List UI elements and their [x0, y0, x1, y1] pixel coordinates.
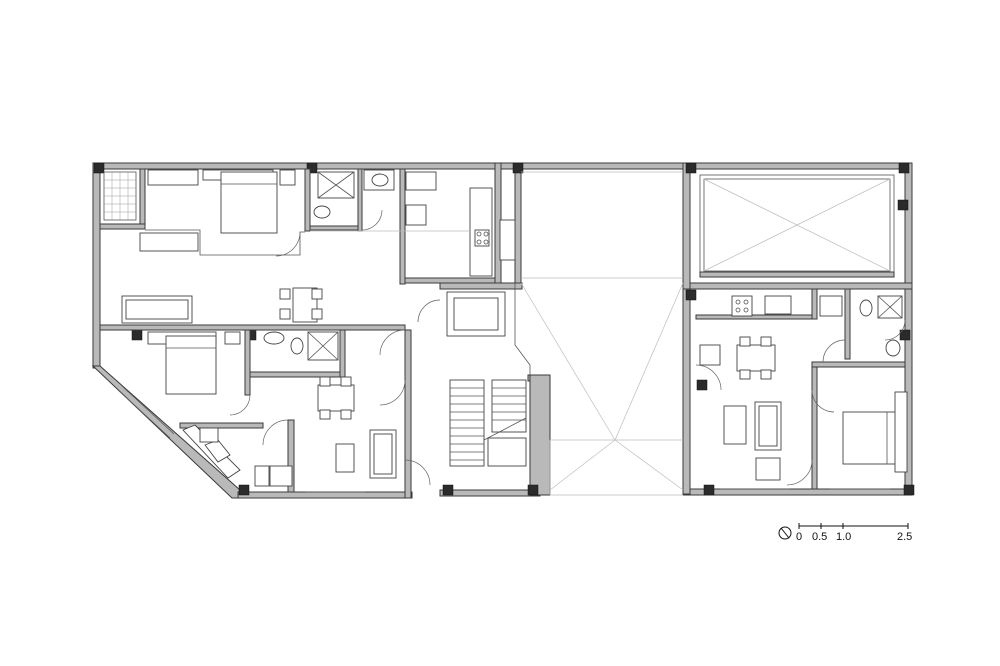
dining-table-lower	[317, 376, 355, 420]
terrace	[699, 174, 895, 278]
bed-master	[147, 169, 296, 234]
scale-bar: 0 0.5 1.0 2.5	[796, 523, 912, 543]
dining-table-upper	[279, 287, 323, 323]
light-well	[499, 171, 684, 496]
kitchen-right	[731, 295, 843, 317]
bed-second	[147, 331, 241, 395]
doors-left	[229, 209, 441, 486]
scale-tick-2-5: 2.5	[897, 531, 912, 543]
balcony-tiles	[103, 171, 137, 221]
bathroom-right	[859, 295, 903, 357]
kitchen-top	[405, 171, 493, 277]
bathroom-top	[313, 169, 395, 219]
scale-tick-0: 0	[796, 531, 802, 543]
left-apartment	[99, 168, 496, 493]
bathroom-middle	[263, 331, 339, 361]
right-apartment	[695, 174, 908, 490]
desk	[139, 232, 199, 252]
kitchen-diagonal	[182, 424, 293, 487]
north-arrow-icon	[778, 526, 792, 540]
stair-flight-left	[449, 379, 485, 467]
dining-table-right	[699, 336, 776, 380]
stair-treads	[450, 387, 527, 461]
stair-core	[446, 283, 531, 467]
coffee-table	[335, 443, 355, 473]
scale-tick-1-0: 1.0	[836, 531, 851, 543]
stair-flight-right	[491, 379, 527, 433]
columns	[93, 162, 915, 496]
armchair-right	[723, 405, 747, 445]
scale-tick-0-5: 0.5	[812, 531, 827, 543]
doors-right	[695, 319, 906, 486]
bed-right	[842, 391, 908, 473]
